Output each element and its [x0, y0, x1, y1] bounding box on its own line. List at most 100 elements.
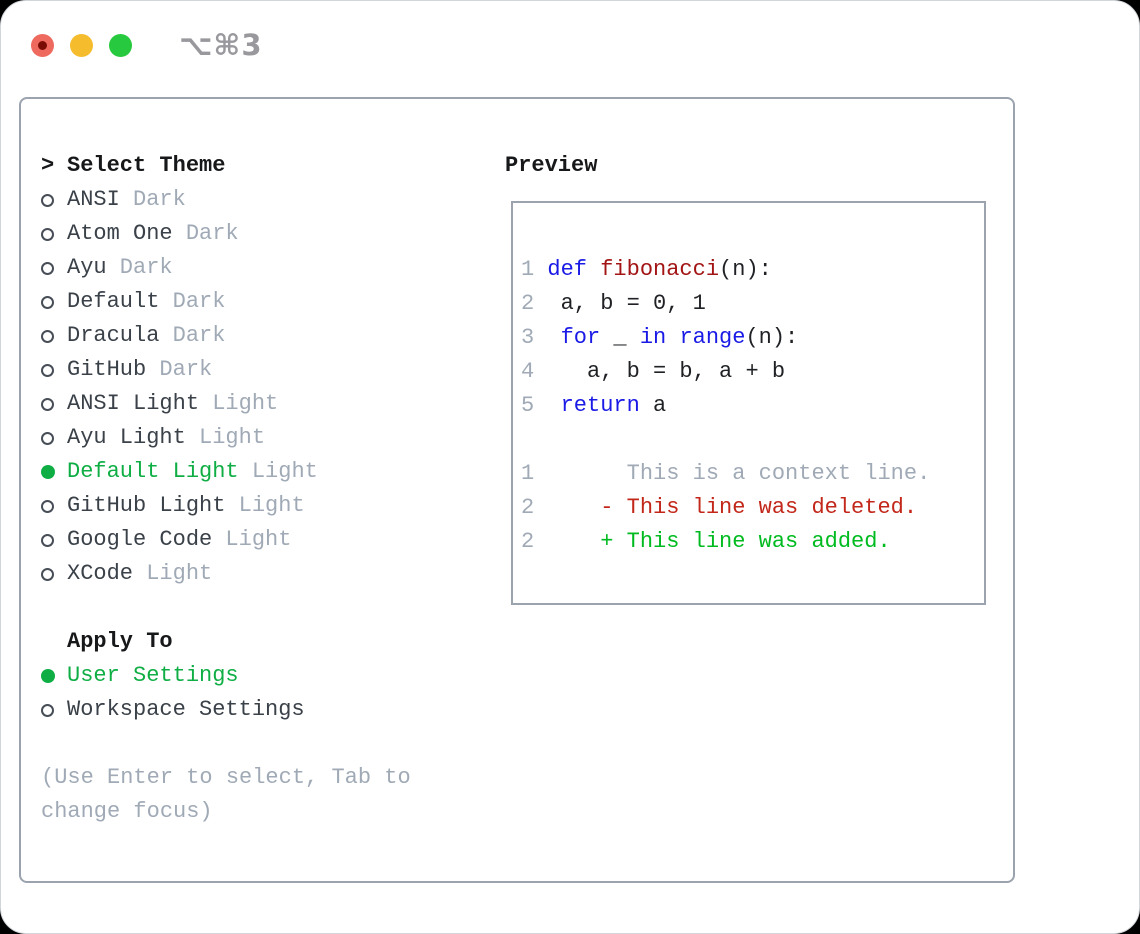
preview-line: 5 return a: [521, 389, 978, 423]
radio-icon: [41, 397, 67, 411]
code-token: 2: [521, 529, 535, 554]
select-theme-title: Select Theme: [67, 153, 226, 178]
code-token: range: [679, 325, 746, 350]
radio-icon: [41, 533, 67, 547]
code-token: [534, 393, 560, 418]
radio-icon: [41, 499, 67, 513]
theme-variant-tag: Dark: [159, 323, 226, 348]
code-token: return: [560, 393, 640, 418]
theme-option[interactable]: XCode Light: [41, 557, 411, 591]
radio-icon: [41, 261, 67, 275]
spacer-row: [41, 727, 411, 761]
theme-variant-tag: Light: [238, 459, 318, 484]
code-token: 1: [521, 257, 548, 282]
caret-icon: >: [41, 153, 55, 178]
theme-name: GitHub Light: [67, 493, 226, 518]
radio-circle: [41, 193, 54, 207]
theme-option[interactable]: Ayu Light Light: [41, 421, 411, 455]
apply-option[interactable]: User Settings: [41, 659, 411, 693]
radio-selected-icon: [41, 465, 67, 479]
theme-option[interactable]: Google Code Light: [41, 523, 411, 557]
theme-variant-tag: Light: [133, 561, 213, 586]
preview-line: 1 This is a context line.: [521, 457, 978, 491]
theme-option[interactable]: Dracula Dark: [41, 319, 411, 353]
minimize-button[interactable]: [70, 33, 93, 57]
code-token: def: [547, 257, 588, 282]
radio-circle: [41, 669, 55, 683]
theme-option[interactable]: Atom One Dark: [41, 217, 411, 251]
close-button[interactable]: [31, 33, 54, 57]
theme-option[interactable]: Default Light Light: [41, 455, 411, 489]
preview-line: 4 a, b = b, a + b: [521, 355, 978, 389]
radio-circle: [41, 431, 54, 445]
apply-option-label: User Settings: [67, 663, 239, 688]
code-token: [666, 325, 679, 350]
radio-circle: [41, 261, 54, 275]
preview-line: 3 for _ in range(n):: [521, 321, 978, 355]
apply-to-title: Apply To: [67, 629, 173, 654]
code-token: fibonacci: [600, 257, 720, 282]
radio-icon: [41, 567, 67, 581]
hint-line: change focus): [41, 799, 213, 824]
theme-variant-tag: Dark: [146, 357, 213, 382]
apply-to-header: Apply To: [41, 625, 411, 659]
apply-option[interactable]: Workspace Settings: [41, 693, 411, 727]
keyboard-hint: (Use Enter to select, Tab to change focus…: [41, 761, 411, 829]
window-title: ⌥⌘3: [179, 28, 263, 62]
theme-variant-tag: Dark: [106, 255, 173, 280]
code-token: a: [639, 393, 667, 418]
code-token: for: [560, 325, 601, 350]
radio-circle: [41, 397, 54, 411]
code-token: 2: [521, 495, 535, 520]
radio-icon: [41, 703, 67, 717]
theme-name: Default: [67, 289, 160, 314]
theme-name: Google Code: [67, 527, 213, 552]
theme-variant-tag: Dark: [159, 289, 226, 314]
radio-circle: [41, 227, 54, 241]
radio-circle: [41, 363, 54, 377]
preview-line: 2 + This line was added.: [521, 525, 978, 559]
theme-name: Dracula: [67, 323, 160, 348]
hint-line: (Use Enter to select, Tab to: [41, 765, 411, 790]
theme-name: Ayu: [67, 255, 107, 280]
theme-variant-tag: Light: [212, 527, 292, 552]
titlebar: ⌥⌘3: [31, 28, 263, 62]
code-token: 1: [521, 461, 535, 486]
select-theme-header: > Select Theme: [41, 149, 411, 183]
theme-variant-tag: Light: [199, 391, 279, 416]
theme-name: ANSI Light: [67, 391, 200, 416]
theme-name: Atom One: [67, 221, 173, 246]
theme-option[interactable]: ANSI Dark: [41, 183, 411, 217]
radio-circle: [41, 499, 54, 513]
theme-option[interactable]: ANSI Light Light: [41, 387, 411, 421]
radio-circle: [41, 567, 54, 581]
radio-circle: [41, 295, 54, 309]
theme-option[interactable]: GitHub Dark: [41, 353, 411, 387]
theme-option[interactable]: Default Dark: [41, 285, 411, 319]
radio-icon: [41, 329, 67, 343]
theme-option[interactable]: GitHub Light Light: [41, 489, 411, 523]
code-token: (n):: [719, 257, 772, 282]
theme-name: Default Light: [67, 459, 239, 484]
theme-variant-tag: Light: [185, 425, 266, 450]
code-token: (n):: [745, 325, 799, 350]
code-token: 4: [521, 359, 535, 384]
zoom-button[interactable]: [109, 33, 132, 57]
code-token: 5: [521, 393, 535, 418]
theme-name: Ayu Light: [67, 425, 186, 450]
radio-icon: [41, 227, 67, 241]
theme-name: ANSI: [67, 187, 120, 212]
radio-icon: [41, 431, 67, 445]
code-token: 3: [521, 325, 535, 350]
theme-option[interactable]: Ayu Dark: [41, 251, 411, 285]
radio-selected-icon: [41, 669, 67, 683]
radio-circle: [41, 533, 54, 547]
code-token: + This line was added.: [600, 529, 891, 554]
preview-line: [521, 423, 978, 457]
code-token: in: [639, 325, 667, 350]
